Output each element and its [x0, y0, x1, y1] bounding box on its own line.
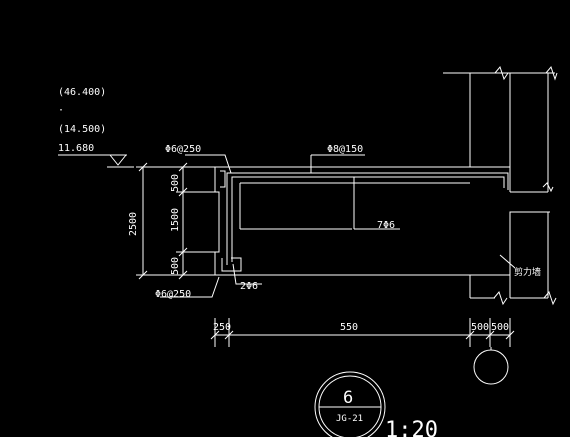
hook-bottom-icon [221, 257, 242, 272]
top-rebar-inner [231, 176, 505, 193]
detail-sheet-text: JG-21 [336, 414, 363, 424]
rebar-label-top-main: Φ8@150 [327, 144, 363, 155]
leader-top-stirrup [185, 154, 232, 174]
dim-text-500b: 500 [491, 322, 509, 333]
elevation-top-text: (46.400) [58, 87, 106, 98]
leader-bottom-bars [232, 263, 262, 285]
rebar-label-bottom-stirrup: Φ6@250 [155, 289, 191, 300]
hook-top-icon [220, 170, 226, 188]
dim-text-top: 500 [170, 174, 181, 192]
break-symbol-left-icon [494, 65, 509, 81]
elevation-mid-text: (14.500) [58, 124, 106, 135]
detail-number-text: 6 [343, 388, 353, 408]
dim-text-total: 2500 [128, 212, 139, 236]
detail-symbol-outer [314, 371, 386, 437]
elevation-triangle-icon [109, 154, 127, 166]
wall-label-text: 剪力墙 [514, 266, 541, 278]
dim-text-550: 550 [340, 322, 358, 333]
dim-text-250: 250 [213, 322, 231, 333]
rebar-label-middle: 7Φ6 [377, 220, 395, 231]
elevation-dots-text: · [58, 105, 64, 116]
axis-bubble-icon [473, 349, 509, 385]
break-symbol-right-icon [545, 65, 558, 81]
leader-bottom-stirrup [160, 276, 220, 298]
rebar-label-bottom-bars: 2Φ6 [240, 281, 258, 292]
detail-scale-text: 1:20 [385, 418, 438, 437]
dim-text-middle: 1500 [170, 208, 181, 232]
break-symbol-bottom-left-icon [493, 290, 508, 306]
beam-outline [214, 167, 550, 276]
elevation-slab-text: 11.680 [58, 143, 94, 154]
top-rebar [226, 172, 509, 193]
dim-text-500a: 500 [471, 322, 489, 333]
dim-text-bottom: 500 [170, 257, 181, 275]
break-symbol-bottom-right-icon [543, 290, 557, 306]
break-symbol-slab-icon [542, 182, 554, 193]
rebar-label-top-stirrup: Φ6@250 [165, 144, 201, 155]
wall-leader [499, 254, 516, 269]
